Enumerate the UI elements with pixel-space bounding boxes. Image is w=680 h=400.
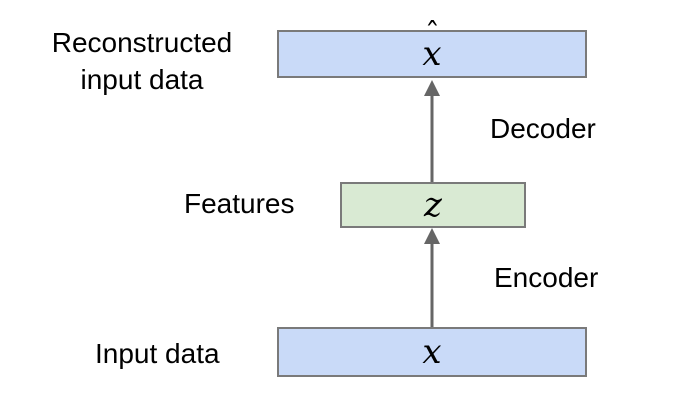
symbol-z: z: [424, 185, 442, 225]
features-box: z: [340, 182, 526, 228]
reconstructed-label-line2: input data: [80, 64, 204, 95]
features-label: Features: [184, 188, 295, 219]
decoder-arrowhead-icon: [424, 80, 440, 96]
encoder-label: Encoder: [494, 262, 599, 293]
reconstructed-input-data-label: Reconstructed input data: [16, 24, 268, 98]
reconstructed-label-line1: Reconstructed: [51, 27, 233, 58]
decoder-arrow-stem: [430, 92, 434, 182]
encoder-arrowhead-icon: [424, 228, 440, 244]
encoder-arrow: [424, 228, 440, 327]
decoder-label: Decoder: [490, 113, 596, 144]
input-data-label: Input data: [95, 338, 220, 369]
decoder-arrow: [424, 80, 440, 182]
encoder-arrow-stem: [430, 240, 434, 327]
symbol-x-hat-base: x: [422, 34, 442, 74]
input-data-box: x: [277, 327, 587, 377]
hat-accent: ˆ: [424, 17, 440, 52]
symbol-x: x: [422, 332, 442, 372]
